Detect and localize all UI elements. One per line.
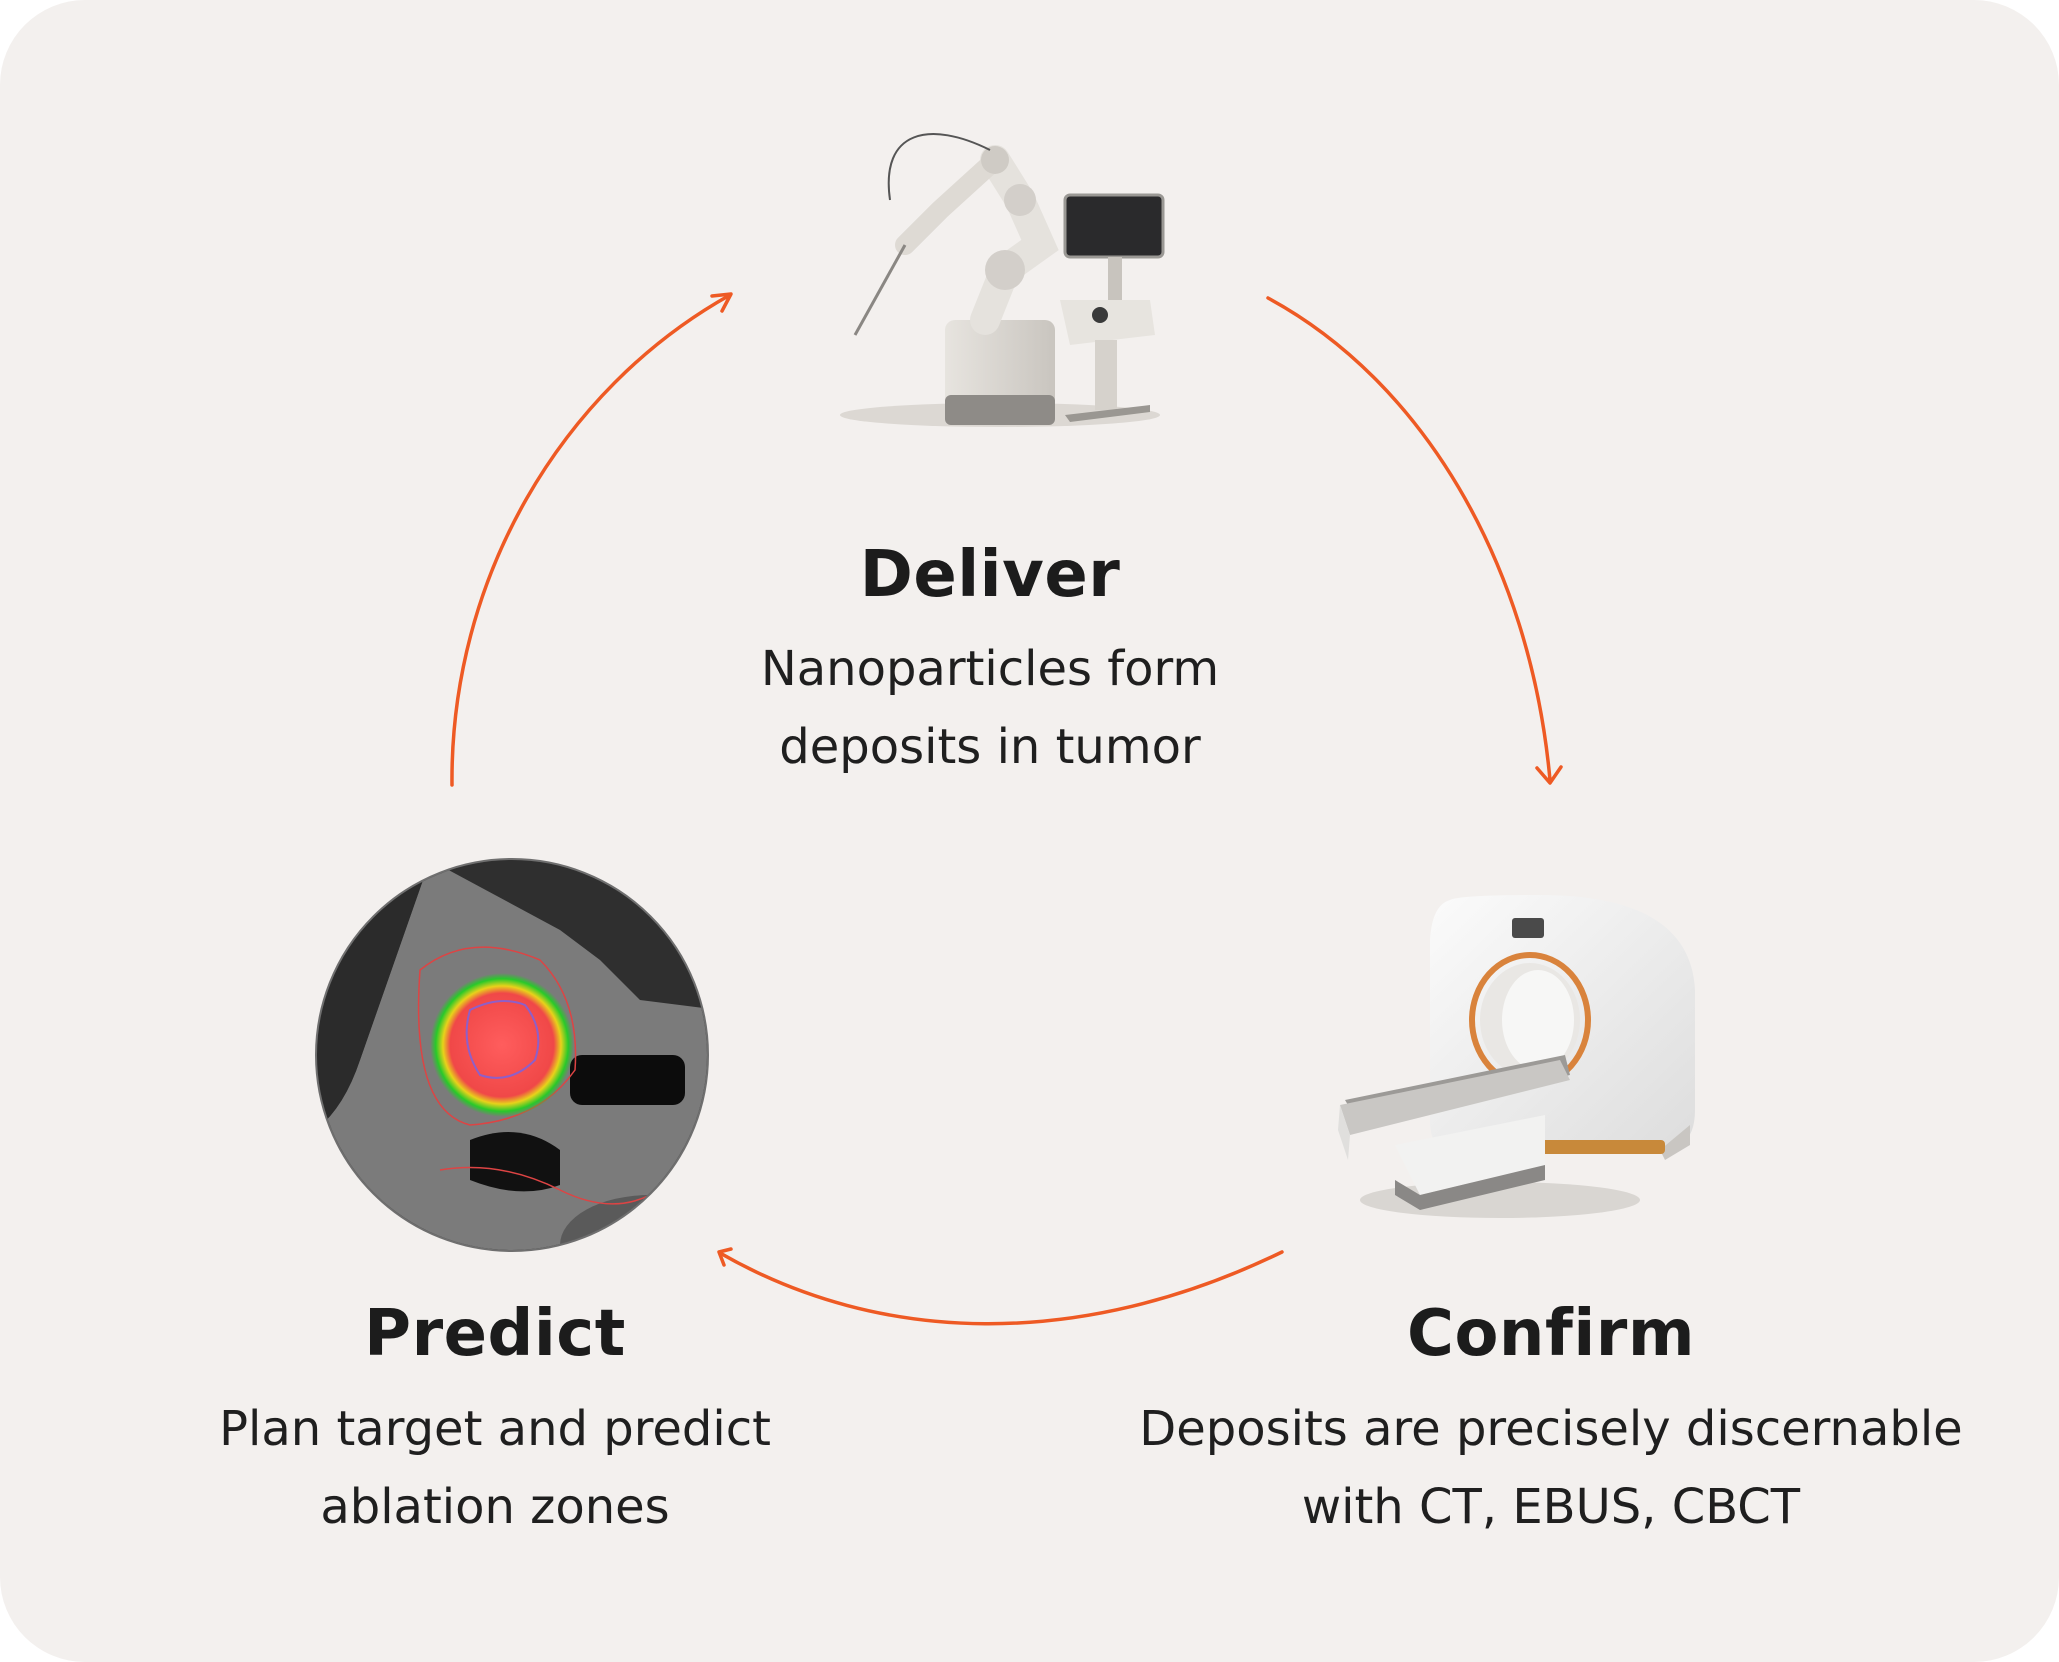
deliver-description-line-1: Nanoparticles form	[761, 630, 1219, 708]
arrow-deliver-to-confirm	[1268, 298, 1550, 780]
confirm-description-line-2: with CT, EBUS, CBCT	[1139, 1468, 1962, 1546]
surgical-robot-icon	[840, 134, 1163, 427]
ablation-map-icon	[300, 850, 740, 1295]
predict-description-line-2: ablation zones	[219, 1468, 771, 1546]
arrow-confirm-to-predict	[720, 1252, 1282, 1324]
confirm-description: Deposits are precisely discernable with …	[1139, 1390, 1962, 1546]
arrow-predict-to-deliver	[452, 295, 730, 785]
deliver-description-line-2: deposits in tumor	[761, 708, 1219, 786]
deliver-description: Nanoparticles form deposits in tumor	[761, 630, 1219, 786]
ct-scanner-icon	[1338, 895, 1695, 1218]
deliver-title: Deliver	[860, 538, 1121, 612]
predict-title: Predict	[364, 1297, 626, 1371]
confirm-description-line-1: Deposits are precisely discernable	[1139, 1390, 1962, 1468]
predict-description-line-1: Plan target and predict	[219, 1390, 771, 1468]
confirm-title: Confirm	[1407, 1297, 1695, 1371]
predict-description: Plan target and predict ablation zones	[219, 1390, 771, 1546]
